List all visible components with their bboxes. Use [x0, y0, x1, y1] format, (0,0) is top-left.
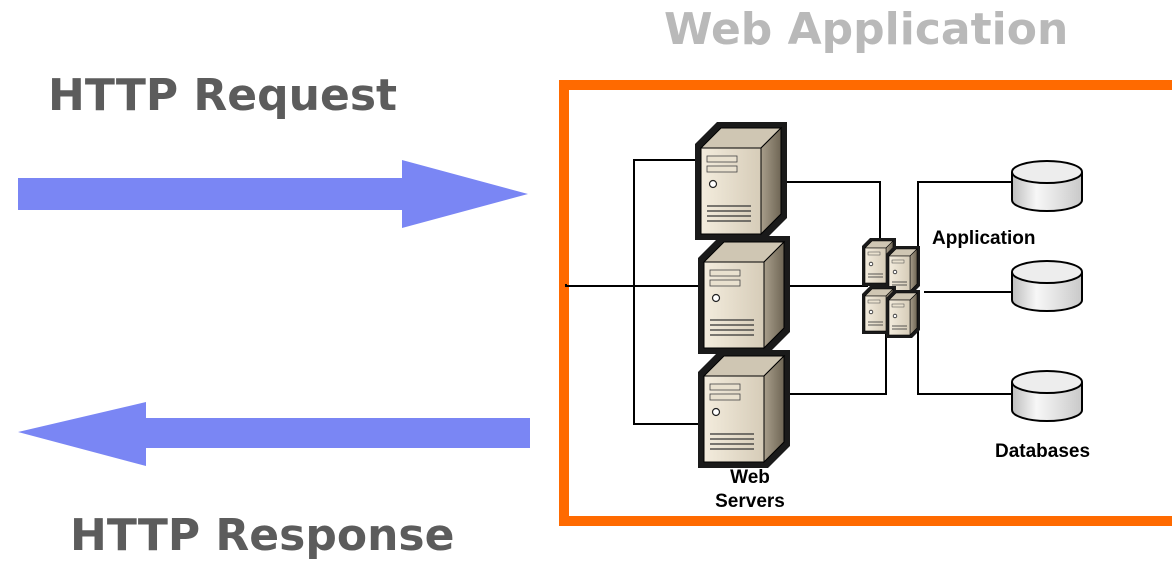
web-server-icon	[697, 349, 791, 469]
http-request-title: HTTP Request	[48, 70, 398, 121]
web-servers-label: Web Servers	[700, 466, 800, 514]
request-arrow	[18, 160, 528, 228]
web-server-icon	[694, 121, 788, 241]
application-label: Application	[932, 228, 1036, 249]
web-application-title: Web Application	[664, 4, 1069, 55]
web-servers-label-line1: Web	[730, 467, 770, 488]
response-arrow	[18, 402, 530, 466]
database-icon	[1011, 160, 1083, 212]
web-server-icon	[697, 235, 791, 355]
application-server-cluster-icon	[861, 237, 921, 339]
database-icon	[1011, 370, 1083, 422]
database-icon	[1011, 260, 1083, 312]
web-servers-label-line2: Servers	[715, 491, 785, 512]
databases-label: Databases	[995, 441, 1091, 462]
connection-lines	[565, 159, 1012, 425]
http-response-title: HTTP Response	[70, 510, 455, 561]
web-application-frame	[559, 80, 1172, 526]
